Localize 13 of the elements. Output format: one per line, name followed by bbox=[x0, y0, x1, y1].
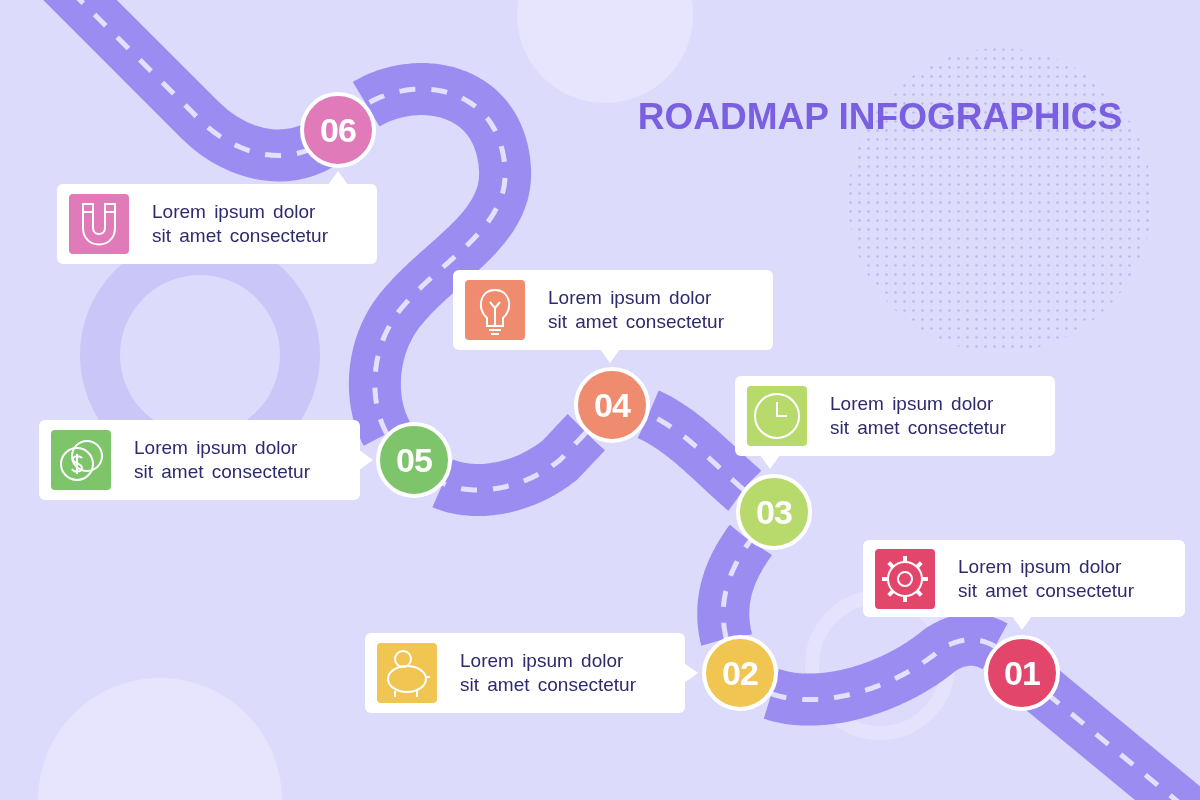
milestone-circle: 05 bbox=[376, 422, 452, 498]
milestone-circle: 02 bbox=[702, 635, 778, 711]
step-text: Lorem ipsum dolor sit amet consectetur bbox=[958, 554, 1136, 603]
step-text: Lorem ipsum dolor sit amet consectetur bbox=[134, 436, 312, 484]
step-text: Lorem ipsum dolor sit amet consectetur bbox=[830, 392, 1008, 440]
step-text: Lorem ipsum dolor sit amet consectetur bbox=[152, 200, 330, 248]
milestone-circle: 03 bbox=[736, 474, 812, 550]
milestone-circle: 01 bbox=[984, 635, 1060, 711]
milestone-circle: 04 bbox=[574, 367, 650, 443]
step-text: Lorem ipsum dolor sit amet consectetur bbox=[548, 286, 726, 334]
title: ROADMAP INFOGRAPHICS bbox=[636, 96, 1124, 138]
milestone-circle: 06 bbox=[300, 92, 376, 168]
step-text: Lorem ipsum dolor sit amet consectetur bbox=[460, 649, 638, 697]
